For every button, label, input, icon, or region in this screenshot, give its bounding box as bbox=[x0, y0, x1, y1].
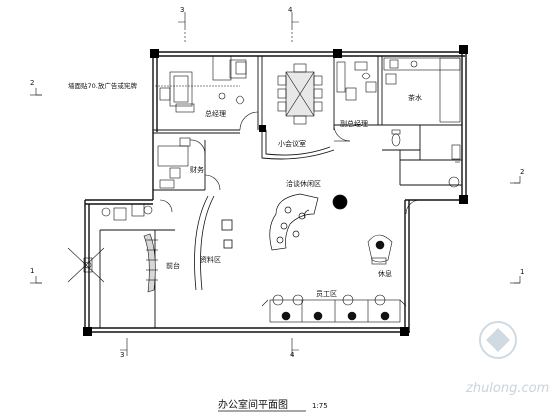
reception-furniture bbox=[67, 203, 158, 293]
room-label-reception: 前台 bbox=[166, 261, 180, 270]
axis-label-bottom-left: 3 bbox=[120, 351, 124, 359]
axis-label-left-lower: 1 bbox=[30, 267, 34, 275]
axis-label-right-lower: 1 bbox=[520, 268, 524, 276]
staff-workstations bbox=[261, 294, 407, 323]
room-label-general-manager: 总经理 bbox=[205, 109, 226, 118]
plan-scale: 1:75 bbox=[312, 402, 328, 410]
general-manager-furniture bbox=[159, 55, 247, 113]
axis-label-left-upper: 2 bbox=[30, 79, 34, 87]
finance-furniture bbox=[157, 137, 191, 189]
structural-columns bbox=[83, 45, 468, 336]
axis-label-bottom-right: 4 bbox=[290, 351, 295, 359]
room-label-negotiation: 洽谈休闲区 bbox=[286, 179, 321, 188]
room-label-pantry: 茶水 bbox=[408, 93, 422, 102]
negotiation-furniture bbox=[269, 193, 348, 251]
wall-note-label: 墙面贴70.放广告或宪牌 bbox=[68, 81, 137, 90]
interior-walls bbox=[99, 56, 462, 328]
toilet-fixtures bbox=[391, 129, 461, 188]
room-label-materials: 资料区 bbox=[200, 255, 221, 264]
plan-title: 办公室间平面图 bbox=[218, 398, 288, 411]
meeting-room-furniture bbox=[277, 63, 323, 125]
room-label-deputy-manager: 副总经理 bbox=[340, 119, 368, 128]
lounge-furniture bbox=[367, 234, 393, 265]
axis-grid bbox=[30, 12, 521, 356]
pantry-fixtures bbox=[383, 57, 461, 123]
axis-label-right-upper: 2 bbox=[520, 168, 524, 176]
materials-wall bbox=[194, 195, 233, 291]
room-label-meeting: 小会议室 bbox=[278, 139, 306, 148]
room-label-staff: 员工区 bbox=[316, 290, 337, 298]
watermark-logo-icon bbox=[479, 321, 517, 359]
room-label-finance: 财务 bbox=[190, 165, 204, 174]
axis-label-top-right: 4 bbox=[288, 6, 293, 14]
deputy-manager-furniture bbox=[336, 61, 377, 101]
room-label-lounge: 休息 bbox=[378, 269, 392, 278]
door-swings bbox=[159, 111, 421, 215]
watermark-text: zhulong.com bbox=[465, 381, 549, 396]
axis-label-top-left: 3 bbox=[180, 6, 184, 14]
